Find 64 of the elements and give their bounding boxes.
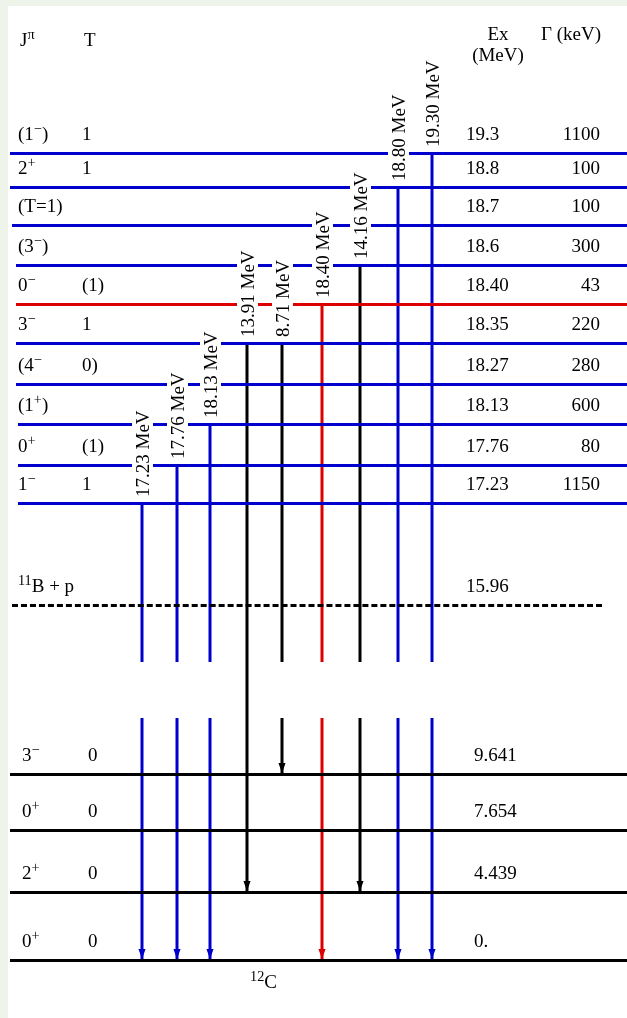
width-value: 80	[581, 436, 600, 457]
isospin-label: 1	[82, 314, 92, 335]
nucleus-label: $^{12}$C	[250, 972, 277, 993]
energy-value: 18.27	[466, 355, 509, 376]
spin-parity-label: 2$^{+}$	[22, 863, 40, 884]
spin-parity-label: (4$^{−}$	[18, 355, 42, 376]
width-value: 280	[571, 355, 600, 376]
energy-value: 18.6	[466, 236, 500, 257]
width-value: 43	[581, 275, 600, 296]
isospin-label: 0	[88, 863, 98, 884]
width-value: 100	[571, 158, 600, 179]
spin-parity-label: (3$^{−}$)	[18, 236, 49, 257]
energy-value: 15.96	[466, 576, 509, 597]
energy-value: 0.	[474, 931, 489, 952]
energy-value: 4.439	[474, 863, 517, 884]
width-value: 1100	[562, 124, 600, 145]
width-value: 300	[571, 236, 600, 257]
width-value: 220	[571, 314, 600, 335]
energy-value: 18.13	[466, 395, 509, 416]
spin-parity-label: (1$^{+}$)	[18, 395, 49, 416]
column-header: Ex (MeV)	[471, 24, 525, 66]
transition-arrow	[138, 505, 146, 959]
spin-parity-label: 0$^{+}$	[22, 801, 40, 822]
spin-parity-label: 0$^{+}$	[18, 436, 36, 457]
column-header: J$^{π}$	[20, 30, 35, 51]
energy-value: 19.3	[466, 124, 500, 145]
isospin-label: 0	[88, 931, 98, 952]
transition-arrow	[356, 267, 364, 891]
isospin-label: 1	[82, 158, 92, 179]
transition-arrow	[173, 467, 181, 959]
transition-arrow	[243, 345, 251, 891]
transition-arrow	[318, 306, 326, 959]
width-value: 100	[571, 196, 600, 217]
channel-label: $^{11}$B + p	[18, 576, 75, 597]
spin-parity-label: (1$^{−}$)	[18, 124, 49, 145]
energy-value: 18.35	[466, 314, 509, 335]
isospin-label: 0	[88, 801, 98, 822]
column-header: T	[84, 30, 96, 51]
transition-arrow	[206, 426, 214, 959]
spin-parity-label: 1$^{−}$	[18, 474, 36, 495]
energy-value: 7.654	[474, 801, 517, 822]
isospin-label: 0)	[82, 355, 98, 376]
width-value: 600	[571, 395, 600, 416]
energy-value: 18.8	[466, 158, 500, 179]
energy-value: 9.641	[474, 745, 517, 766]
isospin-label: 0	[88, 745, 98, 766]
width-value: 1150	[562, 474, 600, 495]
column-header: Γ (keV)	[540, 24, 602, 45]
spin-parity-label: 2$^{+}$	[18, 158, 36, 179]
spin-parity-label: 3$^{−}$	[18, 314, 36, 335]
energy-value: 17.76	[466, 436, 509, 457]
isospin-label: 1	[82, 124, 92, 145]
energy-value: 17.23	[466, 474, 509, 495]
energy-value: 18.40	[466, 275, 509, 296]
spin-parity-label: 3$^{−}$	[22, 745, 40, 766]
transition-arrow	[394, 189, 402, 959]
spin-parity-label: 0$^{+}$	[22, 931, 40, 952]
isospin-label: (1)	[82, 275, 105, 296]
spin-parity-label: 0$^{−}$	[18, 275, 36, 296]
spin-parity-label: (T=1)	[18, 196, 63, 217]
isospin-label: (1)	[82, 436, 105, 457]
energy-value: 18.7	[466, 196, 500, 217]
transition-arrow	[428, 155, 436, 959]
isospin-label: 1	[82, 474, 92, 495]
